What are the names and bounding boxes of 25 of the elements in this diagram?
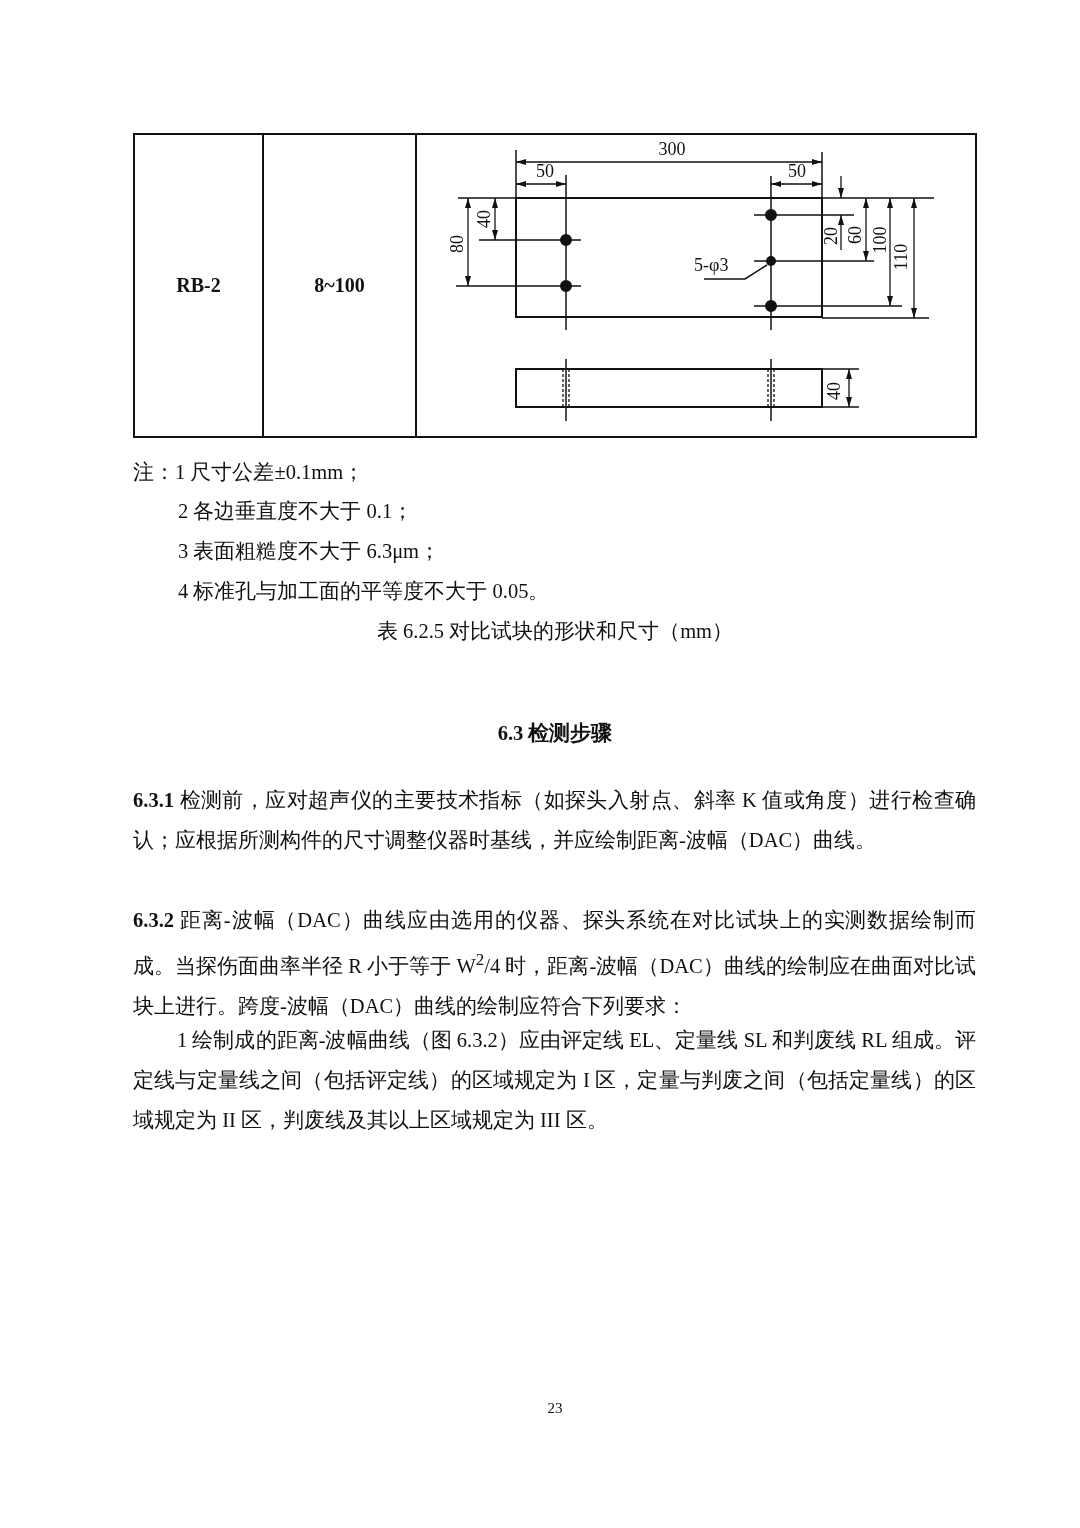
- dimension-label: 80: [448, 235, 466, 253]
- hole-marker: [766, 256, 776, 266]
- dimension-label: 50: [536, 162, 554, 180]
- note-text: 2 各边垂直度不大于 0.1；: [178, 499, 415, 524]
- dimension-label: 40: [475, 210, 493, 228]
- dimension-label: 100: [870, 226, 888, 254]
- dimension-label: 300: [658, 140, 686, 158]
- page-number: 23: [546, 1399, 564, 1418]
- dimension-label: 40: [825, 382, 843, 400]
- paragraph: 6.3.2 距离-波幅（DAC）曲线应由选用的仪器、探头系统在对比试块上的实测数据绘制而成。当探伤面曲率半径 R 小于等于 W$^{2}$/4 时，距离-波幅（DAC）曲线的绘制应在曲面对比试块上进行。跨度-波幅（DAC）曲线的绘制应符合下列要求：: [133, 908, 976, 1019]
- paragraph: 1 绘制成的距离-波幅曲线（图 6.3.2）应由评定线 EL、定量线 SL 和判废线 RL 组成。评定线与定量线之间（包括评定线）的区域规定为 I 区，定量与判废之间（包括定量线）的区域规定为 II 区，判废线及其以上区域规定为 III 区。: [133, 1028, 976, 1133]
- table-cell: 8~100: [262, 133, 417, 438]
- dimension-label: 60: [846, 226, 864, 244]
- dimension-label: 20: [822, 227, 840, 245]
- callout-label: 5-φ3: [694, 253, 729, 277]
- note-text: 注：1 尺寸公差±0.1mm；: [133, 460, 366, 485]
- dimension-label: 110: [892, 243, 911, 271]
- section-heading: 6.3 检测步骤: [496, 721, 614, 746]
- table-caption: 表 6.2.5 对比试块的形状和尺寸（mm）: [375, 619, 735, 644]
- dimension-label: 50: [788, 162, 806, 180]
- table-cell: RB-2: [133, 133, 264, 438]
- paragraph: 6.3.1 检测前，应对超声仪的主要技术指标（如探头入射点、斜率 K 值或角度）进行检查确认；应根据所测构件的尺寸调整仪器时基线，并应绘制距离-波幅（DAC）曲线。: [133, 788, 976, 853]
- note-text: 3 表面粗糙度不大于 6.3μm；: [178, 539, 442, 565]
- note-text: 4 标准孔与加工面的平等度不大于 0.05。: [178, 579, 551, 604]
- leader-line: [703, 264, 768, 280]
